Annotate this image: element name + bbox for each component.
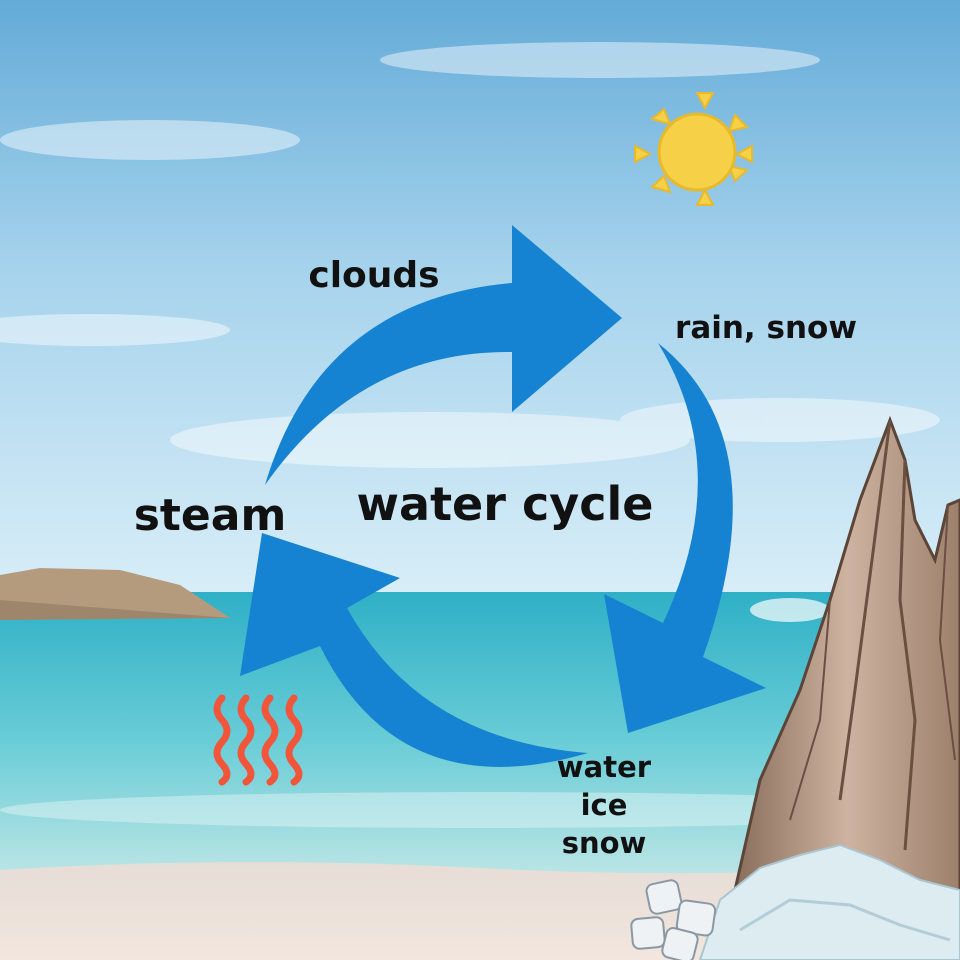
arrow-steam-to-clouds [265, 225, 622, 485]
wave-foam [0, 598, 960, 828]
label-water: water [557, 750, 652, 784]
rock-mountain-icon [733, 415, 960, 902]
diagram-title: water cycle [357, 477, 654, 531]
label-ice: ice [581, 788, 628, 822]
cycle-arrows [240, 225, 766, 767]
label-clouds: clouds [308, 255, 439, 296]
label-rain-snow: rain, snow [675, 310, 857, 346]
label-snow: snow [562, 826, 647, 860]
arrow-water-to-steam [240, 533, 588, 767]
sun-icon [634, 92, 753, 206]
stage-labels: water cycle clouds rain, snow steam wate… [134, 255, 857, 860]
label-steam: steam [134, 490, 287, 541]
arrow-rain-to-water [604, 343, 766, 733]
ice-cubes-icon [630, 879, 717, 960]
heat-waves-icon [213, 694, 303, 786]
